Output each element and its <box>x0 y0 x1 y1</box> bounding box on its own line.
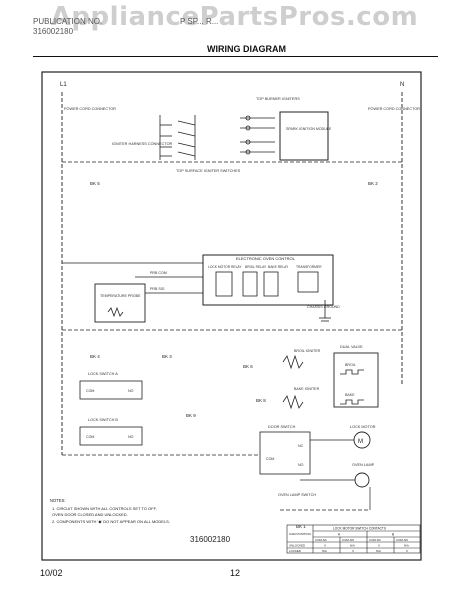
igniter-harness-label: IGNITER HARNESS CONNECTOR <box>112 142 173 146</box>
lock-switch-b-label: LOCK SWITCH B <box>88 418 118 422</box>
contacts-table-title: LOCK MOTOR SWITCH CONTACTS <box>333 527 386 531</box>
burner-igniters <box>240 115 275 155</box>
power-cord-left-label: POWER CORD CONNECTOR <box>64 107 116 111</box>
relay-coils <box>215 271 319 297</box>
bk5-label: BK 5 <box>90 181 100 186</box>
oven-lamp-label: OVEN LAMP <box>352 463 375 467</box>
contacts-table <box>286 524 421 554</box>
contacts-h4: COM-NO <box>396 538 409 542</box>
power-cord-right-label: POWER CORD CONNECTOR <box>368 107 420 111</box>
diagram-frame <box>41 71 422 561</box>
contacts-col-a: A <box>338 533 341 537</box>
bk1-label: BK 1 <box>296 524 306 529</box>
footer-page: 12 <box>230 568 241 578</box>
lock-switch-b-no: NO <box>128 435 134 439</box>
contacts-col-b: B <box>392 533 394 537</box>
note-1a: 1. CIRCUIT SHOWN WITH ALL CONTROLS SET T… <box>52 506 157 511</box>
door-switch-nc: NC <box>298 444 304 448</box>
bake-relay-label: BAKE RELAY <box>268 265 289 269</box>
bk4-label: BK 4 <box>90 354 100 359</box>
publication-value: 316002180 <box>33 27 74 36</box>
lock-switch-a-com: COM <box>86 389 94 393</box>
dual-valve-bake: BAKE <box>345 393 355 397</box>
contacts-r1c4: N/A <box>404 544 409 548</box>
svg-text:M: M <box>358 439 363 445</box>
oven-control-label: ELECTRONIC OVEN CONTROL <box>236 256 296 261</box>
bk9-label: BK 9 <box>186 413 196 418</box>
contacts-r1c2: N/A <box>350 544 355 548</box>
notes-heading: NOTES: <box>50 498 66 503</box>
contacts-h2: COM-NO <box>342 538 355 542</box>
prb-com-label: PRB COM <box>150 271 167 275</box>
spark-module-label: SPARK IGNITION MODULE <box>286 127 332 131</box>
dual-valve-label: DUAL VALVE <box>340 345 363 349</box>
broil-igniter-label: BROIL IGNITER <box>294 349 321 353</box>
part-number: 316002180 <box>190 535 231 544</box>
contacts-r2c2: X <box>352 549 354 553</box>
lock-motor-label: LOCK MOTOR <box>350 425 376 429</box>
top-burner-igniters-label: TOP BURNER IGNITERS <box>256 97 300 101</box>
door-switch-com: COM <box>266 457 274 461</box>
contacts-r1c3: X <box>378 544 380 548</box>
terminal-l1: L1 <box>60 82 67 88</box>
lock-motor-relay-label: LOCK MOTOR RELAY <box>208 265 242 269</box>
dual-valve <box>333 352 379 408</box>
watermark: AppliancePartsPros.com <box>50 2 419 32</box>
bk2-label: BK 2 <box>368 181 378 186</box>
bake-igniter-label: BAKE IGNITER <box>294 387 320 391</box>
broil-relay-label: BROIL RELAY <box>245 265 267 269</box>
oven-lamp-switch-label: OVEN LAMP SWITCH <box>278 493 316 497</box>
header-rule <box>33 56 438 57</box>
contacts-r2c1: N/A <box>322 549 327 553</box>
prb-sig-label: PRB SIG <box>150 287 165 291</box>
oven-lamp <box>354 472 370 488</box>
contacts-row1-label: UNLOCKED <box>289 544 305 548</box>
publication-label: PUBLICATION NO. <box>33 17 103 26</box>
contacts-h1: COM-NC <box>315 538 327 542</box>
contacts-row2-label: LOCKED <box>289 549 301 553</box>
temp-probe <box>94 283 146 323</box>
bk6-label: BK 6 <box>243 364 253 369</box>
lock-switch-b-com: COM <box>86 435 94 439</box>
note-1b: OVEN DOOR CLOSED AND UNLOCKED. <box>52 512 128 517</box>
temp-probe-label: TEMPERATURE PROBE <box>100 294 141 298</box>
lock-switch-a-no: NO <box>128 389 134 393</box>
top-surface-switches <box>159 115 196 160</box>
page-title: WIRING DIAGRAM <box>207 44 286 54</box>
footer-date: 10/02 <box>40 568 63 578</box>
bk3-label: BK 3 <box>162 354 172 359</box>
contacts-row-header: CAM POSITION <box>289 532 311 536</box>
chassis-ground-label: CHASSIS GROUND <box>307 305 340 309</box>
door-switch-no: NO <box>298 463 304 467</box>
contacts-r2c3: N/A <box>376 549 381 553</box>
terminal-n: N <box>400 82 404 88</box>
publication-number: PUBLICATION NO. 316002180 <box>33 17 102 37</box>
bk8-label: BK 8 <box>256 398 266 403</box>
lock-switch-a-label: LOCK SWITCH A <box>88 372 118 376</box>
transformer-label: TRANSFORMER <box>296 265 322 269</box>
spark-module <box>279 111 329 161</box>
top-surface-switches-label: TOP SURFACE IGNITER SWITCHES <box>176 169 241 173</box>
contacts-h3: COM-NC <box>369 538 381 542</box>
dual-valve-broil: BROIL <box>345 363 356 367</box>
contacts-r2c4: X <box>406 549 408 553</box>
publication-partial: P SP... R... <box>180 17 219 26</box>
contacts-r1c1: X <box>324 544 326 548</box>
note-2: 2. COMPONENTS WITH '◆' DO NOT APPEAR ON … <box>52 519 170 524</box>
door-switch-label: DOOR SWITCH <box>268 425 296 429</box>
oven-control <box>202 254 334 306</box>
